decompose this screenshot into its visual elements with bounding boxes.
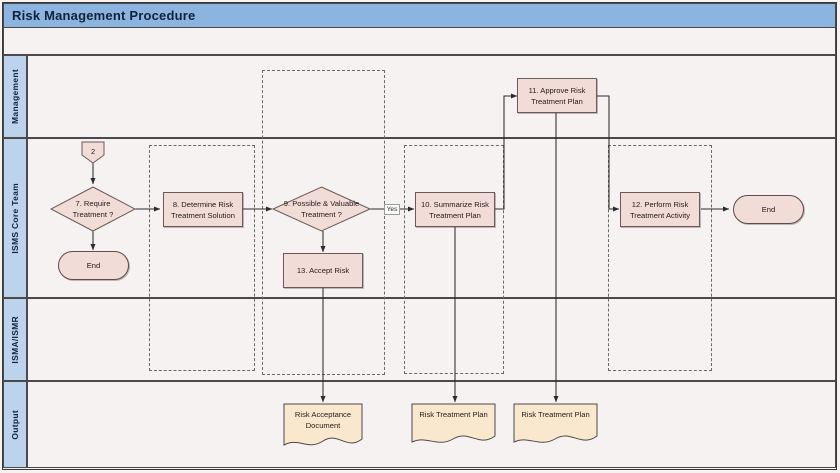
process-step11-label: 11. Approve Risk Treatment Plan bbox=[529, 85, 586, 107]
lane-label-output: Output bbox=[3, 381, 27, 468]
lane-body-isma-ismr bbox=[27, 298, 836, 381]
process-approve-risk-treatment-plan[interactable]: 11. Approve Risk Treatment Plan bbox=[517, 78, 597, 113]
lane-label-isms-core-team: ISMS Core Team bbox=[3, 138, 27, 298]
document-doc2-label: Risk Treatment Plan bbox=[419, 410, 488, 419]
process-perform-risk-treatment-activity[interactable]: 12. Perform Risk Treatment Activity bbox=[620, 192, 700, 227]
offpage-connector-2[interactable]: 2 bbox=[81, 141, 105, 164]
decision-step9-line2: Treatment ? bbox=[301, 210, 342, 219]
lane-label-management-text: Management bbox=[10, 69, 20, 124]
document-risk-treatment-plan-2[interactable]: Risk Treatment Plan bbox=[513, 403, 598, 445]
dashed-group-3 bbox=[404, 145, 504, 374]
process-step11-line2: Treatment Plan bbox=[531, 96, 583, 106]
edge-label-yes: Yes bbox=[384, 204, 400, 215]
document-shape bbox=[411, 403, 496, 443]
document-doc1-line1: Risk Acceptance bbox=[294, 410, 352, 419]
decision-require-treatment[interactable]: 7. Require Treatment ? bbox=[50, 186, 136, 232]
document-risk-acceptance-document[interactable]: Risk Acceptance Document bbox=[283, 403, 363, 448]
page-title: Risk Management Procedure bbox=[12, 8, 196, 23]
dashed-group-1 bbox=[149, 145, 255, 371]
decision-possible-valuable-label: 9. Possible & Valuable Treatment ? bbox=[272, 198, 371, 220]
decision-possible-valuable-treatment[interactable]: 9. Possible & Valuable Treatment ? bbox=[272, 186, 371, 232]
process-step10-label: 10. Summarize Risk Treatment Plan bbox=[421, 199, 489, 221]
lane-label-output-text: Output bbox=[10, 409, 20, 440]
decision-shape bbox=[272, 186, 371, 232]
document-doc1-label: Risk Acceptance Document bbox=[283, 409, 363, 431]
terminator-end-1[interactable]: End bbox=[58, 251, 129, 280]
lane-body-management bbox=[27, 55, 836, 138]
diagram-title-bar: Risk Management Procedure bbox=[3, 3, 836, 28]
document-doc1-line2: Document bbox=[305, 421, 341, 430]
process-step8-line2: Treatment Solution bbox=[171, 210, 235, 220]
terminator-end-1-label: End bbox=[86, 261, 101, 270]
process-step12-line1: 12. Perform Risk bbox=[631, 199, 689, 209]
dashed-group-4 bbox=[608, 145, 712, 371]
process-step12-line2: Treatment Activity bbox=[629, 210, 691, 220]
process-step12-label: 12. Perform Risk Treatment Activity bbox=[630, 199, 690, 221]
decision-require-treatment-line2: Treatment ? bbox=[72, 210, 114, 219]
document-shape bbox=[513, 403, 598, 443]
terminator-end-2[interactable]: End bbox=[733, 195, 804, 224]
header-strip bbox=[3, 28, 836, 55]
decision-require-treatment-label: 7. Require Treatment ? bbox=[50, 198, 136, 220]
document-doc3-label: Risk Treatment Plan bbox=[521, 410, 590, 419]
process-step13-label: 13. Accept Risk bbox=[296, 266, 350, 275]
process-step8-label: 8. Determine Risk Treatment Solution bbox=[171, 199, 235, 221]
process-step10-line1: 10. Summarize Risk bbox=[421, 199, 489, 209]
document-shape bbox=[283, 403, 363, 446]
decision-require-treatment-line1: 7. Require bbox=[75, 199, 111, 208]
process-step8-line1: 8. Determine Risk bbox=[172, 199, 234, 209]
lane-label-management: Management bbox=[3, 55, 27, 138]
decision-step9-line1: 9. Possible & Valuable bbox=[283, 199, 360, 208]
process-summarize-risk-treatment-plan[interactable]: 10. Summarize Risk Treatment Plan bbox=[415, 192, 495, 227]
process-step10-line2: Treatment Plan bbox=[429, 210, 481, 220]
terminator-end-2-label: End bbox=[761, 205, 776, 214]
process-step11-line1: 11. Approve Risk bbox=[528, 85, 586, 95]
lane-label-isma-ismr-text: ISMA/ISMR bbox=[10, 315, 20, 364]
lane-label-isms-core-team-text: ISMS Core Team bbox=[10, 182, 20, 254]
process-accept-risk[interactable]: 13. Accept Risk bbox=[283, 253, 363, 288]
document-risk-treatment-plan-1[interactable]: Risk Treatment Plan bbox=[411, 403, 496, 445]
lane-label-isma-ismr: ISMA/ISMR bbox=[3, 298, 27, 381]
offpage-connector-2-label: 2 bbox=[90, 147, 96, 157]
process-determine-risk-treatment-solution[interactable]: 8. Determine Risk Treatment Solution bbox=[163, 192, 243, 227]
offpage-connector-shape bbox=[81, 141, 105, 164]
